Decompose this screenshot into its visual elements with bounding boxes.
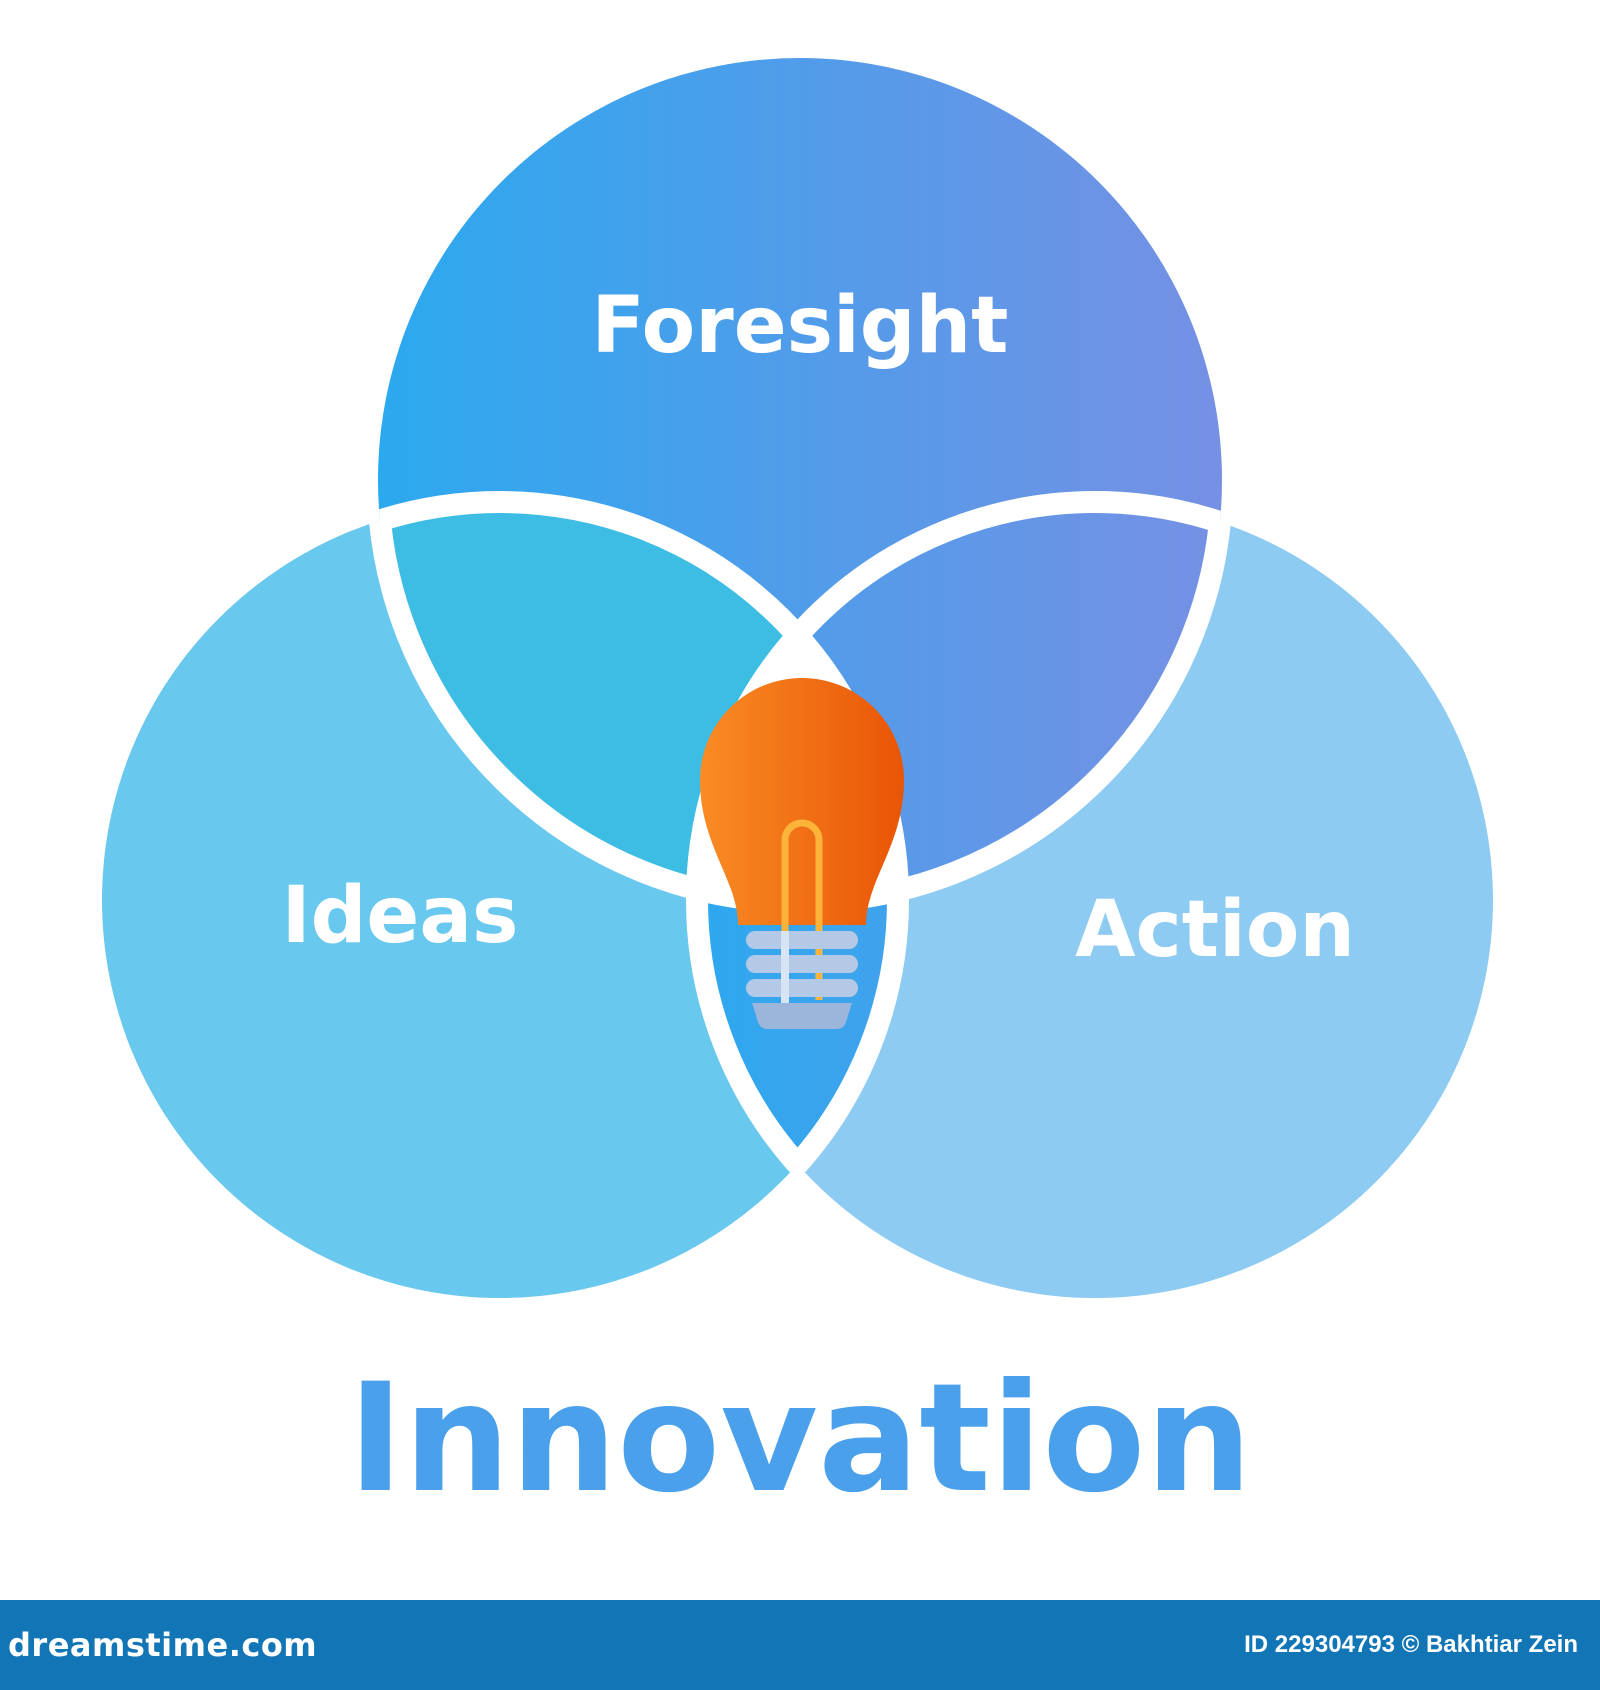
foresight-label: Foresight bbox=[592, 281, 1009, 371]
bulb-base-ring-2 bbox=[746, 955, 858, 973]
lightbulb-icon bbox=[700, 678, 904, 1029]
ideas-label: Ideas bbox=[282, 871, 519, 961]
bulb-base-highlight bbox=[781, 931, 789, 1003]
separator-ideas-in-action bbox=[697, 502, 909, 1298]
innovation-title: Innovation bbox=[348, 1352, 1252, 1526]
bulb-base-ring-3 bbox=[746, 979, 858, 997]
innovation-venn-diagram: Foresight Ideas Action Innovation bbox=[102, 58, 1493, 1526]
footer-credit: ID 229304793 © Bakhtiar Zein bbox=[1244, 1631, 1578, 1658]
footer-brand: dreamstime.com bbox=[8, 1626, 318, 1664]
bulb-glass bbox=[700, 678, 904, 925]
bulb-base-tip bbox=[752, 1003, 852, 1029]
bulb-base-ring-1 bbox=[746, 931, 858, 949]
footer-bar: dreamstime.com ID 229304793 © Bakhtiar Z… bbox=[0, 1600, 1600, 1690]
bulb-filament bbox=[781, 819, 823, 1000]
action-label: Action bbox=[1075, 885, 1355, 975]
